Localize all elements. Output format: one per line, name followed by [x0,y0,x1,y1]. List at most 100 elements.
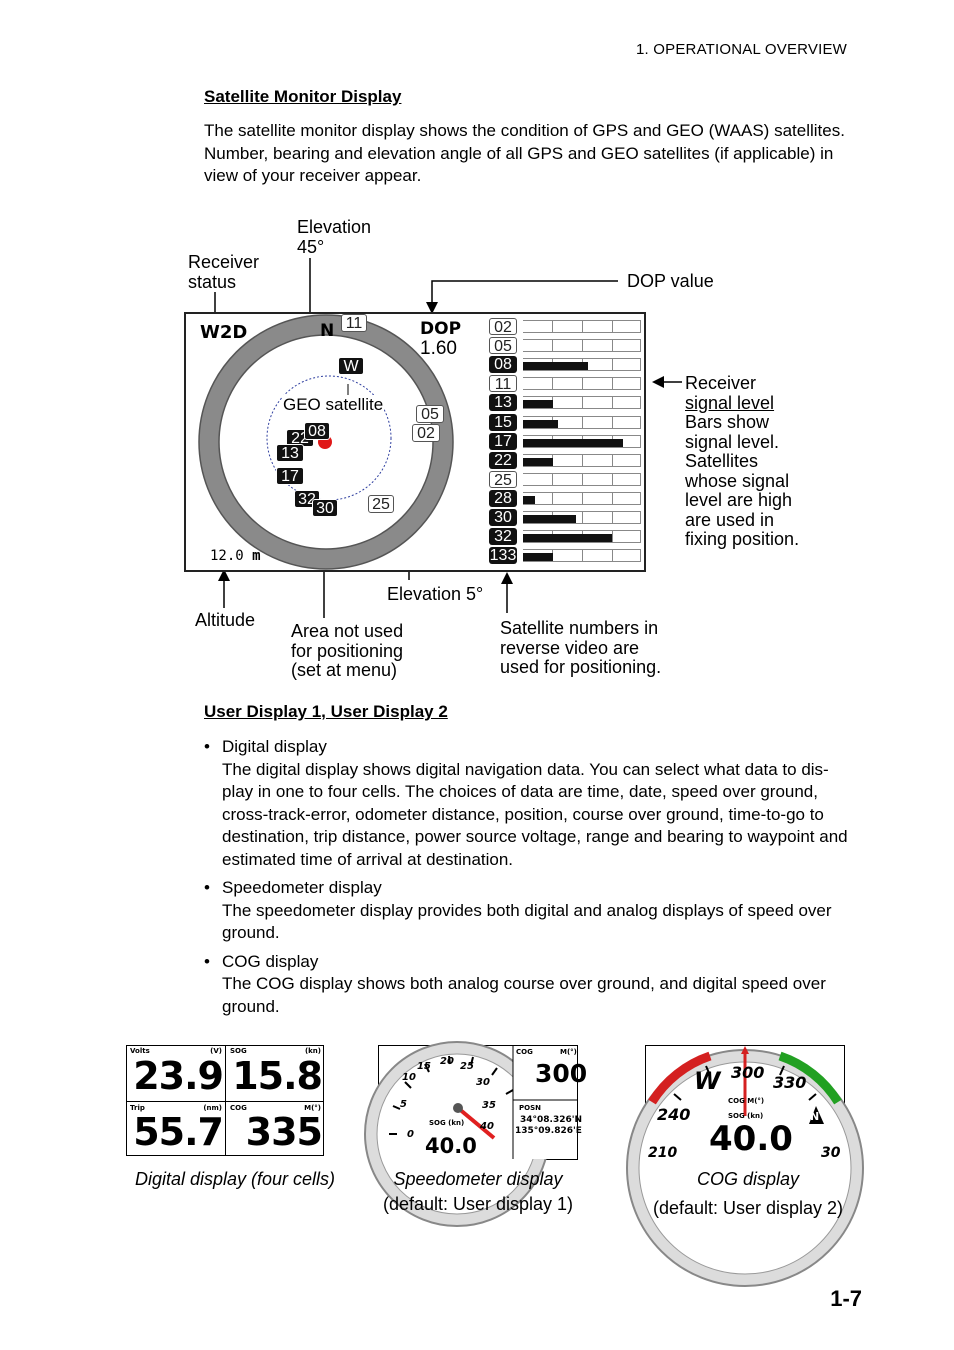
caption-cog-text: COG display [696,1169,800,1189]
callout-sat-numbers: Satellite numbers in reverse video are u… [500,618,662,678]
digital-cell: Trip (nm) 55.7 [127,1102,225,1156]
signal-sat-30: 30 [489,509,517,526]
dial-label: 40 [480,1121,494,1132]
section-title-satellite-monitor: Satellite Monitor Display [204,87,402,106]
cog-unit: M(°) [560,1048,577,1056]
sky-satellite-05: 05 [416,405,444,423]
callout-line: Receiver [685,373,757,393]
signal-bar [523,549,641,563]
signal-sat-05: 05 [489,337,517,355]
signal-bar [523,491,641,505]
callout-line: used for positioning. [500,657,662,677]
sog-label: SOG (kn) [429,1119,465,1127]
callout-receiver-status: Receiver status [188,252,260,292]
north-indicator: N [810,1110,820,1123]
dial-label: 5 [400,1099,407,1110]
digital-cell: SOG (kn) 15.8 [226,1046,324,1101]
cell-value: 335 [245,1110,323,1154]
signal-sat-22: 22 [489,451,517,469]
signal-bar [523,415,641,429]
receiver-status-text: W2D [200,322,248,343]
callout-line: Satellites [685,451,759,471]
cog-dial [626,1046,864,1287]
callout-elevation5: Elevation 5° [387,584,484,604]
signal-bar [523,396,641,410]
altitude-number: 12.0 [210,548,244,564]
signal-sat-08: 08 [489,356,517,374]
bullet-line: ground. [222,923,280,942]
speedometer-display: 0 5 10 15 20 25 30 35 40 SOG (kn) 40.0 C… [364,1041,587,1227]
altitude-value: 12.0 m [210,548,261,564]
latitude: 34°08.326'N [520,1115,583,1125]
callout-elevation45-line2: 45° [297,236,325,257]
bullet-cog: • COG display The COG display shows both… [204,951,864,1019]
signal-bar [523,453,641,467]
callout-line: whose signal [685,470,790,491]
caption-cog-default: (default: User display 2) [652,1198,844,1218]
signal-sat-133: 133 [489,547,517,565]
dial-label: 10 [402,1072,416,1083]
cell-value: 15.8 [232,1054,323,1098]
signal-bar-fill [523,438,623,447]
section1-line: The satellite monitor display shows the … [204,121,845,140]
altitude-unit: m [252,548,261,564]
callout-dop-value: DOP value [627,271,714,291]
sky-satellite-30: 30 [312,499,338,517]
cell-label: Volts [130,1047,150,1055]
digital-cell: Volts (V) 23.9 [127,1046,225,1101]
bullet-line: destination, trip distance, power source… [222,827,848,846]
bullet-line: The digital display shows digital naviga… [222,759,829,779]
signal-bar-fill [523,419,558,428]
dial-label: 0 [407,1129,414,1140]
digital-cell: COG M(°) 335 [226,1102,324,1156]
sky-satellite-25: 25 [368,495,394,513]
bullet-line: The speedometer display provides both di… [222,900,832,920]
callout-line: Satellite numbers in [500,618,659,638]
posn-label: POSN [519,1104,541,1112]
cog-label: COG M(°) [728,1097,765,1105]
signal-bar-fill [523,515,576,523]
callout-receiver-signal: Receiver signal level Bars show signal l… [685,373,800,550]
sog-value: 40.0 [423,1134,479,1158]
signal-sat-15: 15 [489,413,517,431]
callout-receiver-status-line1: Receiver [188,252,260,272]
page-number: 1-7 [830,1286,862,1311]
signal-sat-11: 11 [489,375,517,393]
callout-altitude: Altitude [195,610,256,630]
bullet-title: Speedometer display [222,878,382,897]
cell-label: SOG [230,1047,247,1055]
sog-value: 40.0 [709,1119,793,1159]
callout-line: are used in [685,509,775,530]
caption-speedometer-default: (default: User display 1) [382,1194,574,1214]
bullet-line: ground. [222,996,280,1016]
north-marker: N [320,321,335,341]
callout-line: signal level. [685,431,780,452]
signal-sat-32: 32 [489,528,517,546]
signal-sat-02: 02 [489,318,517,336]
cell-unit: M(°) [304,1104,321,1112]
dial-label: 30 [821,1145,841,1161]
callout-area-not-used: Area not used for positioning (set at me… [291,621,403,681]
callout-elevation45: Elevation 45° [297,217,372,257]
callout-elevation45-line1: Elevation [297,217,372,237]
dial-label: 300 [731,1063,765,1082]
signal-bar [523,339,641,353]
bullet-title: Digital display [222,737,327,756]
dial-label-west: W [694,1067,721,1095]
section1-line: Number, bearing and elevation angle of a… [204,143,834,163]
sog-label: SOG (kn) [728,1112,764,1120]
dial-label: 15 [417,1061,431,1072]
cell-value: 23.9 [133,1054,224,1098]
bullet-dot: • [204,878,210,897]
bullet-line: cross-track-error, odometer distance, po… [222,804,824,824]
callout-line: Bars show [685,412,770,432]
section-title-user-display: User Display 1, User Display 2 [204,702,448,721]
longitude: 135°09.826'E [515,1126,582,1136]
callout-line: signal level [685,392,775,413]
callout-line: fixing position. [685,529,800,549]
bullet-line: play in one to four cells. The choices o… [222,782,818,801]
cell-unit: (V) [210,1047,222,1055]
dop-value: 1.60 [420,338,457,359]
signal-sat-17: 17 [489,432,517,450]
